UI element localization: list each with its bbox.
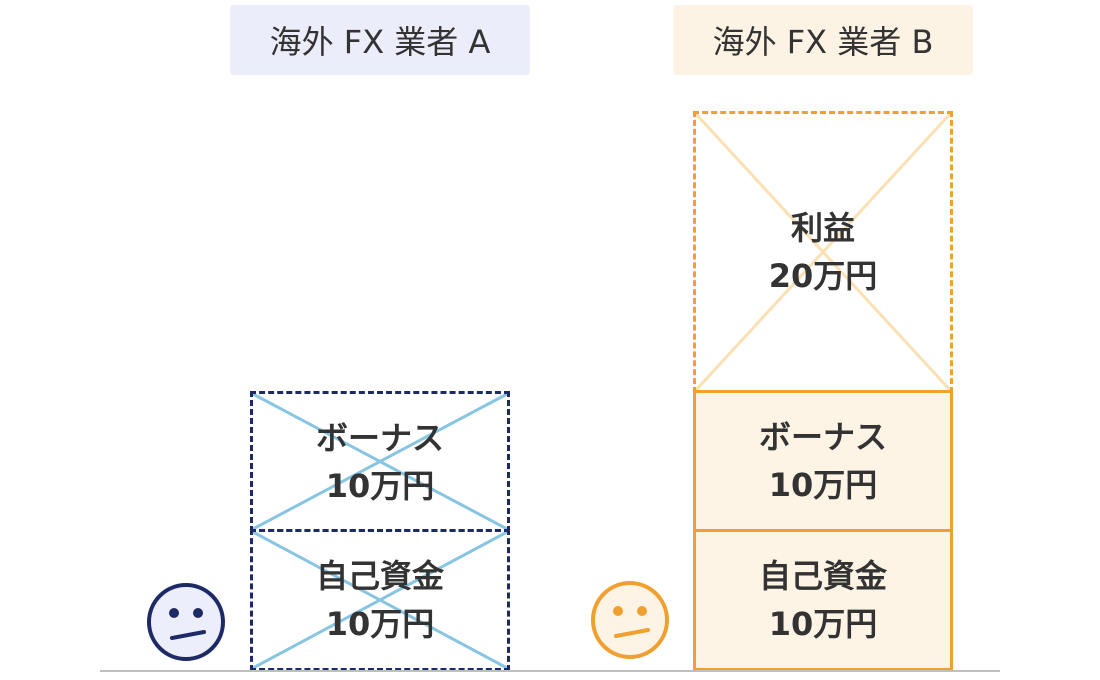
- cross-out-mark: [696, 114, 950, 390]
- broker-b-profit-label: 利益: [790, 209, 855, 247]
- neutral-face-icon: [591, 581, 669, 659]
- broker-b-profit-block: 利益 20万円: [693, 111, 953, 393]
- broker-b-own-funds-amount: 10万円: [768, 605, 878, 643]
- broker-a-bonus-label: ボーナス: [315, 418, 444, 457]
- broker-b-bonus-label: ボーナス: [758, 418, 887, 456]
- broker-b-title: 海外 FX 業者 B: [712, 23, 934, 61]
- cross-out-mark: [253, 394, 507, 529]
- broker-b-header: 海外 FX 業者 B: [673, 5, 973, 75]
- broker-a-bonus-amount: 10万円: [325, 466, 435, 505]
- neutral-face-icon: [147, 583, 225, 661]
- broker-a-title: 海外 FX 業者 A: [269, 23, 491, 61]
- broker-b-own-funds-label: 自己資金: [758, 557, 887, 595]
- cross-out-mark: [253, 532, 507, 668]
- broker-a-own-funds-amount: 10万円: [325, 605, 435, 643]
- broker-a-header: 海外 FX 業者 A: [230, 5, 530, 75]
- broker-a-bonus-block: ボーナス 10万円: [250, 391, 510, 532]
- baseline-divider: [100, 670, 1000, 672]
- broker-a-own-funds-label: 自己資金: [315, 557, 444, 595]
- broker-a-own-funds-block: 自己資金 10万円: [250, 529, 510, 671]
- broker-b-bonus-amount: 10万円: [768, 466, 878, 504]
- broker-b-profit-amount: 20万円: [768, 257, 878, 295]
- broker-b-own-funds-block: 自己資金 10万円: [693, 529, 953, 671]
- broker-b-bonus-block: ボーナス 10万円: [693, 390, 953, 532]
